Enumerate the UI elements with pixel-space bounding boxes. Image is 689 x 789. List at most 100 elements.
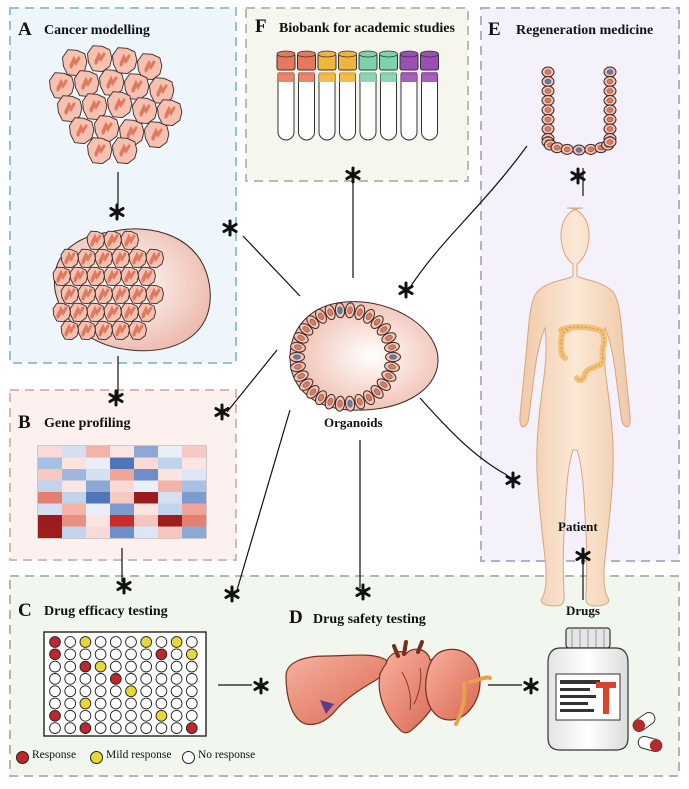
cancer-nucleus xyxy=(124,269,136,283)
heatmap-cell xyxy=(158,469,182,481)
organoid-cell xyxy=(324,304,336,321)
heatmap-cell xyxy=(86,526,110,538)
organoid-cell xyxy=(334,395,346,412)
plate-well xyxy=(185,660,198,673)
plate-well xyxy=(49,697,61,710)
cancer-nucleus xyxy=(115,287,127,301)
heatmap-cell xyxy=(134,480,158,492)
biobank-tube xyxy=(277,73,295,141)
tube-cap-top xyxy=(379,50,398,58)
plate-well xyxy=(170,709,183,722)
cancer-cell-cluster xyxy=(49,45,183,165)
plate-well xyxy=(49,722,61,734)
plate-well xyxy=(170,636,183,648)
plate-well xyxy=(49,685,61,698)
tube-sample xyxy=(298,72,315,82)
heatmap-cell xyxy=(38,492,62,504)
plate-well xyxy=(125,636,137,648)
tube-cap-top xyxy=(317,50,337,58)
organoids-label: Organoids xyxy=(324,415,383,430)
biobank-tube xyxy=(400,73,418,141)
plate-well xyxy=(49,648,61,661)
cancer-nucleus xyxy=(144,59,156,73)
cancer-nucleus xyxy=(119,53,131,67)
plate-well xyxy=(170,722,183,734)
plate-well xyxy=(125,648,137,661)
asterisk xyxy=(109,203,125,221)
plate-well xyxy=(94,685,107,698)
plate-well xyxy=(64,685,77,698)
plate-well xyxy=(109,673,122,685)
plate-well xyxy=(125,697,137,710)
heatmap-cell xyxy=(110,503,134,515)
plate-well xyxy=(185,697,198,710)
cancer-nucleus xyxy=(131,79,143,93)
plate-well xyxy=(94,709,107,722)
epithelial-nucleus xyxy=(544,97,552,104)
heatmap-cell xyxy=(110,457,134,469)
biobank-tube xyxy=(421,73,438,141)
panel-c-letter: C xyxy=(18,600,32,621)
heatmap-cell xyxy=(134,457,158,469)
asterisk xyxy=(398,281,414,299)
plate-well xyxy=(79,722,92,734)
epithelial-nucleus xyxy=(563,146,571,152)
heatmap-cell xyxy=(86,503,110,515)
asterisk xyxy=(253,677,269,695)
cancer-nucleus xyxy=(90,233,102,247)
epithelial-nucleus xyxy=(606,78,614,85)
heatmap-cell xyxy=(158,492,182,504)
cancer-nucleus xyxy=(107,269,119,283)
heatmap-cell xyxy=(38,526,62,538)
tube-cap-top xyxy=(358,50,378,58)
organoid-cell xyxy=(381,332,397,344)
tube-sample xyxy=(278,72,294,82)
heatmap-cell xyxy=(38,457,62,469)
cancer-nucleus xyxy=(115,251,127,265)
cancer-nucleus xyxy=(81,251,93,265)
heatmap-cell xyxy=(182,515,206,527)
biobank-tube xyxy=(359,73,377,141)
heatmap-cell xyxy=(86,457,110,469)
plate-well xyxy=(140,685,153,698)
heatmap-cell xyxy=(86,492,110,504)
heatmap-cell xyxy=(134,526,158,538)
heatmap-cell xyxy=(62,503,86,515)
legend-dot-none xyxy=(182,751,195,764)
tube-sample xyxy=(401,72,417,82)
plate-well xyxy=(79,636,92,648)
biobank-tubes xyxy=(276,50,439,141)
cancer-nucleus xyxy=(141,305,153,319)
epithelial-nucleus xyxy=(544,88,552,94)
cancer-nucleus xyxy=(126,125,138,139)
organoid-cell xyxy=(363,390,375,406)
plate-well xyxy=(109,636,122,648)
heatmap-cell xyxy=(62,469,86,481)
epithelial-nucleus xyxy=(587,146,595,152)
cancer-nucleus xyxy=(73,269,85,283)
plate-well xyxy=(155,685,168,698)
asterisk xyxy=(523,677,539,695)
legend-dot-mild xyxy=(90,751,103,764)
plate-well xyxy=(125,722,137,734)
panel-b-letter: B xyxy=(18,412,31,433)
organoid-cell xyxy=(290,361,306,373)
cancer-nucleus xyxy=(89,99,101,113)
plate-well xyxy=(49,673,61,685)
organoid-cell xyxy=(315,390,327,406)
panel-b-title: Gene profiling xyxy=(44,416,131,431)
tube-cap-top xyxy=(297,50,316,58)
organoid-cell xyxy=(334,302,346,319)
heatmap-cell xyxy=(158,503,182,515)
heatmap-cell xyxy=(182,469,206,481)
legend-mild-label: Mild response xyxy=(106,749,172,761)
cancer-nucleus xyxy=(98,251,110,265)
plate-well xyxy=(185,685,198,698)
plate-well xyxy=(79,673,92,685)
asterisk xyxy=(570,167,586,185)
heatmap-cell xyxy=(62,526,86,538)
tube-cap-top xyxy=(420,50,439,58)
plate-well xyxy=(155,648,168,661)
panel-d-title: Drug safety testing xyxy=(313,612,426,627)
heatmap-cell xyxy=(62,515,86,527)
